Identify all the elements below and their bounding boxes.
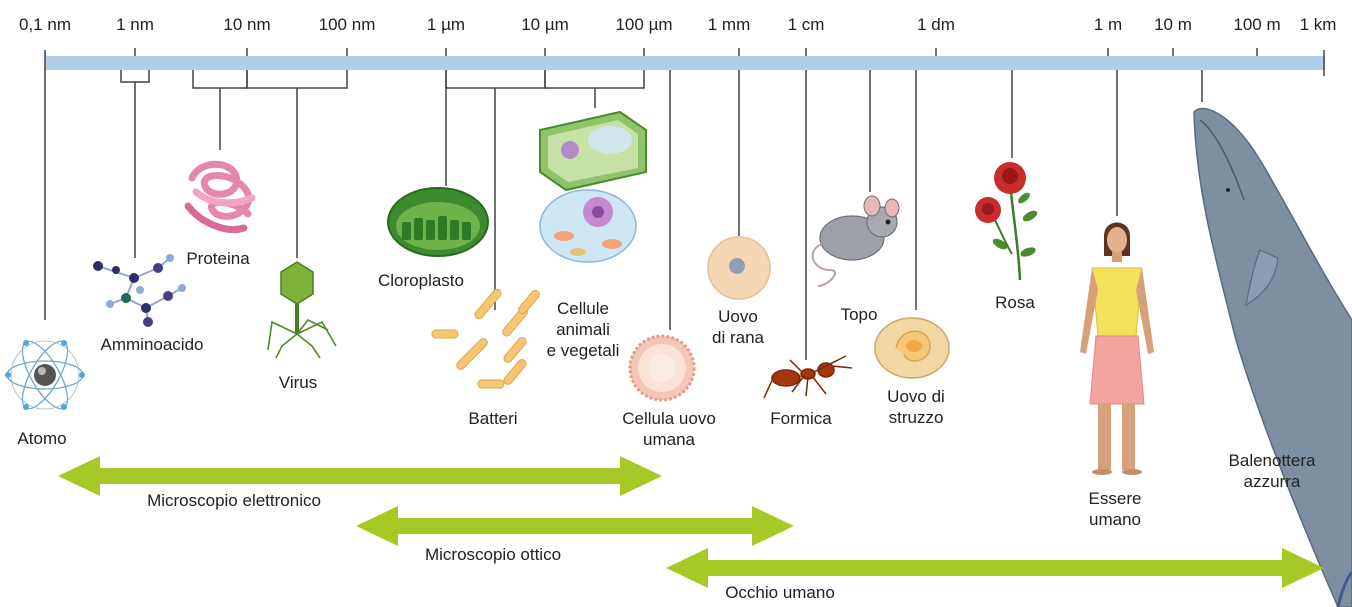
mouse-illustration	[813, 196, 899, 286]
atom-illustration	[5, 335, 85, 415]
label-essere-umano: Essere umano	[1089, 488, 1142, 530]
connector-lines	[121, 70, 1202, 360]
ostrich-egg-illustration	[875, 318, 949, 378]
label-amminoacido: Amminoacido	[101, 334, 204, 355]
label-uovo-struzzo: Uovo di struzzo	[887, 386, 945, 428]
frog-egg-illustration	[708, 237, 770, 299]
label-cloroplasto: Cloroplasto	[378, 270, 464, 291]
tick-label-1km: 1 km	[1300, 14, 1337, 35]
tick-label-1m: 1 m	[1094, 14, 1122, 35]
tick-label-1um: 1 µm	[427, 14, 465, 35]
arrow-microscopio-ottico	[356, 506, 794, 546]
tick-label-100m: 100 m	[1233, 14, 1280, 35]
label-uovo-rana: Uovo di rana	[712, 306, 764, 348]
label-cellula-uovo: Cellula uovo umana	[622, 408, 716, 450]
tick-label-1mm: 1 mm	[708, 14, 751, 35]
blue-whale-illustration	[1194, 109, 1352, 607]
tick-label-10um: 10 µm	[521, 14, 569, 35]
tick-label-0-1nm: 0,1 nm	[19, 14, 71, 35]
tick-label-1cm: 1 cm	[788, 14, 825, 35]
ant-illustration	[764, 356, 852, 398]
tick-label-1nm: 1 nm	[116, 14, 154, 35]
scale-bar	[45, 56, 1325, 70]
protein-illustration	[188, 164, 252, 229]
tick-label-1dm: 1 dm	[917, 14, 955, 35]
label-occhio-umano: Occhio umano	[725, 582, 835, 603]
label-balenottera: Balenottera azzurra	[1229, 450, 1316, 492]
cells-illustration	[540, 112, 646, 262]
human-illustration	[1080, 223, 1154, 476]
tick-label-100um: 100 µm	[615, 14, 672, 35]
rose-illustration	[975, 162, 1039, 280]
label-proteina: Proteina	[186, 248, 249, 269]
label-formica: Formica	[770, 408, 831, 429]
tick-marks	[135, 48, 1257, 56]
label-rosa: Rosa	[995, 292, 1035, 313]
chloroplast-illustration	[388, 188, 488, 256]
amino-acid-illustration	[93, 254, 186, 327]
virus-illustration	[268, 262, 336, 358]
tick-label-10m: 10 m	[1154, 14, 1192, 35]
label-microscopio-ottico: Microscopio ottico	[425, 544, 561, 565]
human-egg-illustration	[630, 336, 694, 400]
bacteria-illustration	[432, 288, 541, 388]
label-virus: Virus	[279, 372, 317, 393]
label-topo: Topo	[841, 304, 878, 325]
label-cellule: Cellule animali e vegetali	[547, 298, 620, 361]
label-atomo: Atomo	[17, 428, 66, 449]
label-batteri: Batteri	[468, 408, 517, 429]
tick-label-100nm: 100 nm	[319, 14, 376, 35]
label-microscopio-elettronico: Microscopio elettronico	[147, 490, 321, 511]
tick-label-10nm: 10 nm	[223, 14, 270, 35]
